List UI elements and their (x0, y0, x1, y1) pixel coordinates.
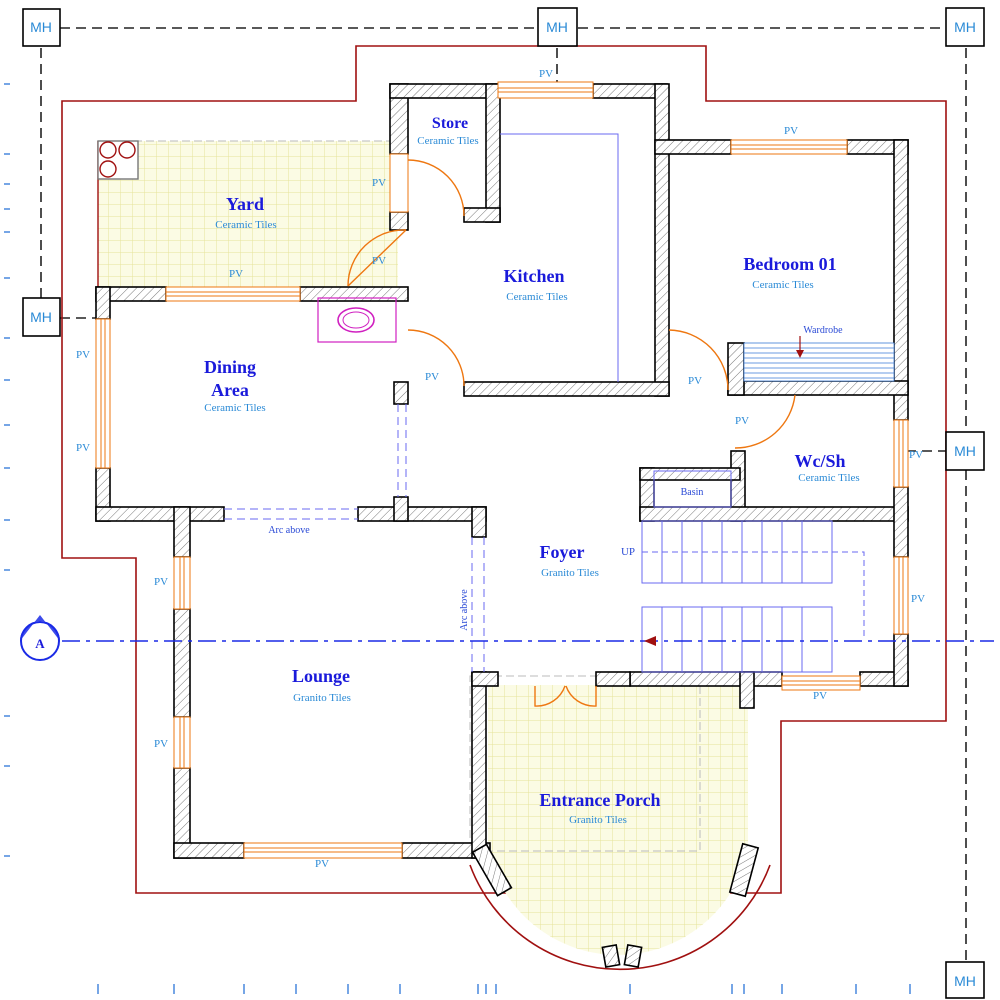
window-label: PV (76, 442, 90, 454)
drainage-lines (40, 27, 967, 962)
window-label: PV (735, 415, 749, 427)
manhole-label: MH (546, 19, 568, 35)
room-name-kitchen: Kitchen (504, 266, 565, 286)
manhole-label: MH (954, 443, 976, 459)
sink-bowl (337, 307, 375, 333)
window-label: PV (315, 858, 329, 870)
room-finish-kitchen: Ceramic Tiles (506, 291, 567, 303)
wardrobe (743, 342, 895, 382)
room-finish-foyer: Granito Tiles (541, 567, 599, 579)
yard-tile-area (98, 141, 398, 287)
room-finish-bedroom: Ceramic Tiles (752, 279, 813, 291)
windows (95, 81, 909, 859)
stairs-up-label: UP (621, 546, 635, 558)
window-label: PV (372, 255, 386, 267)
dimension-ticks (4, 83, 911, 994)
room-name-wc: Wc/Sh (794, 451, 845, 471)
arc-above-label-vertical: Arc above (459, 589, 470, 631)
stairs (641, 520, 865, 673)
porch-curved-wall (469, 864, 771, 971)
room-finish-lounge: Granito Tiles (293, 692, 351, 704)
manhole-label: MH (954, 973, 976, 989)
window-label: PV (688, 375, 702, 387)
window-label: PV (784, 125, 798, 137)
window-label: PV (154, 738, 168, 750)
room-name-dining-2: Area (211, 380, 249, 400)
room-name-yard: Yard (226, 194, 264, 214)
section-marker-label: A (35, 636, 45, 651)
manhole-label: MH (30, 19, 52, 35)
manholes (22, 7, 985, 999)
window-label: PV (539, 68, 553, 80)
manhole-label: MH (30, 309, 52, 325)
arc-above-label: Arc above (268, 525, 310, 536)
plot-boundary (61, 45, 947, 894)
room-finish-wc: Ceramic Tiles (798, 472, 859, 484)
room-name-dining-1: Dining (204, 357, 256, 377)
wardrobe-label: Wardrobe (803, 325, 843, 336)
room-name-foyer: Foyer (540, 542, 585, 562)
room-name-store: Store (432, 115, 468, 132)
sink (317, 297, 397, 343)
doors (347, 159, 796, 707)
room-name-lounge: Lounge (292, 666, 350, 686)
room-name-porch: Entrance Porch (539, 790, 660, 810)
walls (95, 83, 909, 968)
arch-lines (224, 404, 485, 672)
room-finish-yard: Ceramic Tiles (215, 219, 276, 231)
porch-tile-area (488, 685, 748, 955)
yard-tanks (97, 140, 139, 180)
window-label: PV (154, 576, 168, 588)
window-label: PV (909, 449, 923, 461)
window-label: PV (372, 177, 386, 189)
basin-label: Basin (681, 487, 704, 498)
window-label: PV (813, 690, 827, 702)
room-finish-store: Ceramic Tiles (417, 135, 478, 147)
room-name-bedroom: Bedroom 01 (743, 254, 836, 274)
window-label: PV (76, 349, 90, 361)
window-label: PV (425, 371, 439, 383)
window-label: PV (911, 593, 925, 605)
basin (653, 470, 732, 508)
room-finish-dining: Ceramic Tiles (204, 402, 265, 414)
manhole-label: MH (954, 19, 976, 35)
window-label: PV (229, 268, 243, 280)
room-finish-porch: Granito Tiles (569, 814, 627, 826)
kitchen-counter (500, 133, 619, 382)
section-marker: A (20, 615, 60, 661)
